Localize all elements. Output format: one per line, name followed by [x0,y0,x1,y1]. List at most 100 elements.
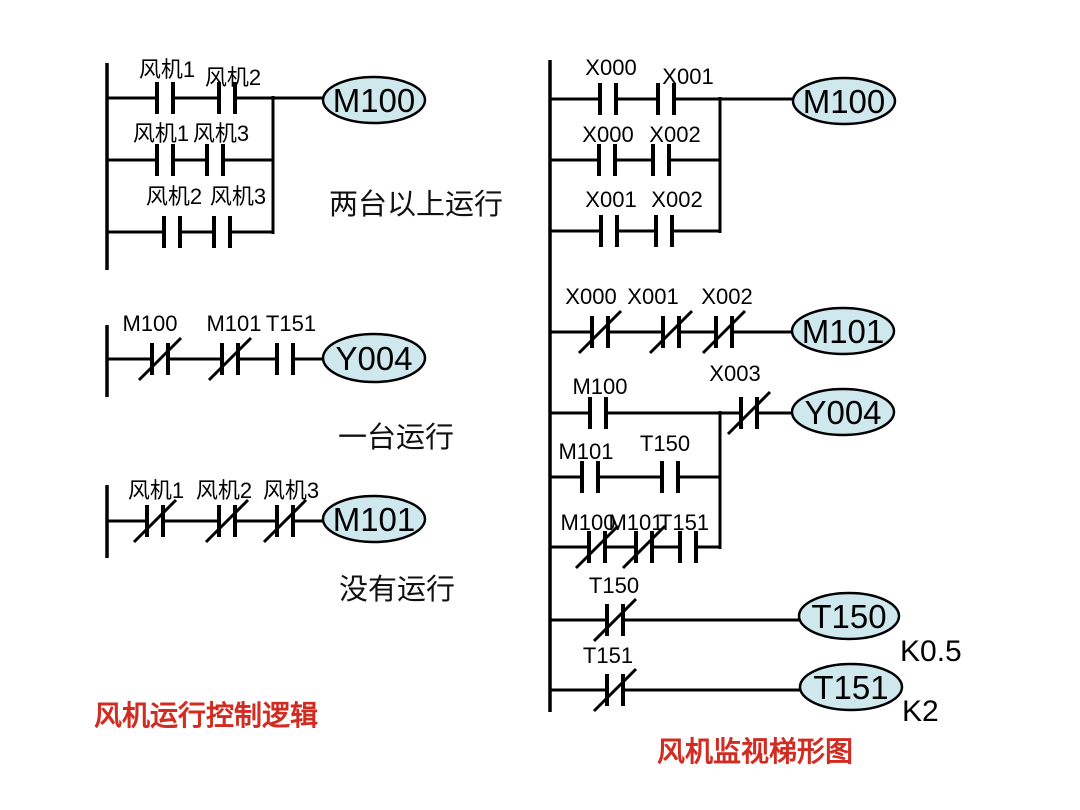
contact-label: T151 [266,311,316,336]
contact-label: 风机2 [146,184,202,209]
no-contact-x002 [654,213,674,249]
contact-label: X000 [565,284,616,309]
no-contact-t150 [660,459,680,495]
contact-gap [653,142,669,178]
coil-ellipse [798,662,904,712]
no-contact-x000 [597,142,617,178]
contact-label: T150 [640,431,690,456]
no-contact-x001 [599,213,619,249]
contact-label: X001 [662,64,713,89]
nc-contact-x003 [726,390,772,436]
contact-gap [590,395,606,431]
timer-constant: K0.5 [900,635,962,668]
contact-label: M100 [560,510,615,535]
nc-contact-fan3 [262,498,308,544]
contact-label: T150 [589,573,639,598]
contact-label: 风机3 [210,184,266,209]
left-diagram-title: 风机运行控制逻辑 [94,699,318,732]
left-rung1: 风机1 风机2 风机1 风机3 风机2 风机3 M100 两台以上运行 [105,57,503,270]
contact-label: M101 [558,439,613,464]
right-rung4: T150 T150 K0.5 [550,573,962,668]
coil-ellipse [797,591,901,641]
contact-label: X000 [582,122,633,147]
contact-slash [726,390,772,436]
contact-label: T151 [583,643,633,668]
contact-slash [621,524,667,570]
nc-contact-m101 [207,336,253,382]
coil-m100: M100 [321,75,427,125]
contact-gap [214,214,230,250]
coil-m101: M101 [790,306,896,356]
coil-label: Y004 [335,340,412,377]
nc-contact-fan1 [132,498,178,544]
contact-gap [656,213,672,249]
contact-gap [599,142,615,178]
no-contact-fan3 [212,214,232,250]
coil-m100: M100 [791,76,897,126]
contact-gap [164,214,180,250]
contact-gap [680,529,696,565]
contact-label: 风机1 [139,57,195,82]
contact-label: 风机2 [196,478,252,503]
coil-t151: T151 [798,662,904,712]
contact-label: X002 [649,122,700,147]
annotation-one-running: 一台运行 [338,420,454,454]
coil-label: T151 [813,669,888,706]
contact-label: 风机2 [205,65,261,90]
contact-slash [648,309,694,355]
annotation-none-running: 没有运行 [339,572,455,606]
annotation-two-or-more-running: 两台以上运行 [329,187,503,221]
left-rung2: M100 M101 T151 Y004 一台运行 [105,311,454,454]
coil-label: Y004 [804,394,881,431]
nc-contact-fan2 [204,498,250,544]
no-contact-t151 [275,341,295,377]
contact-label: 风机3 [193,121,249,146]
nc-contact-m100 [574,524,620,570]
no-contact-fan2 [162,214,182,250]
no-contact-x000 [598,81,618,117]
contact-slash [592,597,638,643]
coil-label: T150 [811,598,886,635]
right-rung3: M100 X003 M101 T150 M100 M101 T151 Y004 [550,361,896,570]
right-rung5: T151 T151 K2 [550,643,939,728]
contact-slash [701,309,747,355]
contact-label: X001 [627,284,678,309]
contact-gap [662,459,678,495]
nc-contact-m100 [137,336,183,382]
right-rung1: X000 X001 X000 X002 X001 X002 M100 [550,55,897,249]
no-contact-x002 [651,142,671,178]
contact-label: X003 [709,361,760,386]
no-contact-m101 [580,459,600,495]
no-contact-t151 [678,529,698,565]
coil-ellipse [790,306,896,356]
contact-slash [574,524,620,570]
contact-gap [207,142,223,178]
contact-label: 风机1 [133,121,189,146]
coil-ellipse [791,76,897,126]
coil-ellipse [790,387,896,437]
contact-label: M101 [206,311,261,336]
contact-gap [277,341,293,377]
contact-label: T151 [659,510,709,535]
left-rung3: 风机1 风机2 风机3 M101 没有运行 [105,478,455,606]
contact-gap [658,81,674,117]
coil-ellipse [321,75,427,125]
contact-label: X001 [585,187,636,212]
coil-label: M100 [803,83,886,120]
nc-contact-t150 [592,597,638,643]
no-contact-x001 [656,81,676,117]
coil-label: M101 [333,501,416,538]
no-contact-fan1 [155,142,175,178]
nc-contact-x002 [701,309,747,355]
no-contact-fan3 [205,142,225,178]
nc-contact-x001 [648,309,694,355]
contact-label: X002 [651,187,702,212]
contact-slash [137,336,183,382]
right-rung2: X000 X001 X002 M101 [550,284,896,356]
coil-ellipse [321,332,427,384]
contact-gap [582,459,598,495]
coil-label: M100 [333,82,416,119]
right-diagram-title: 风机监视梯形图 [657,735,853,768]
